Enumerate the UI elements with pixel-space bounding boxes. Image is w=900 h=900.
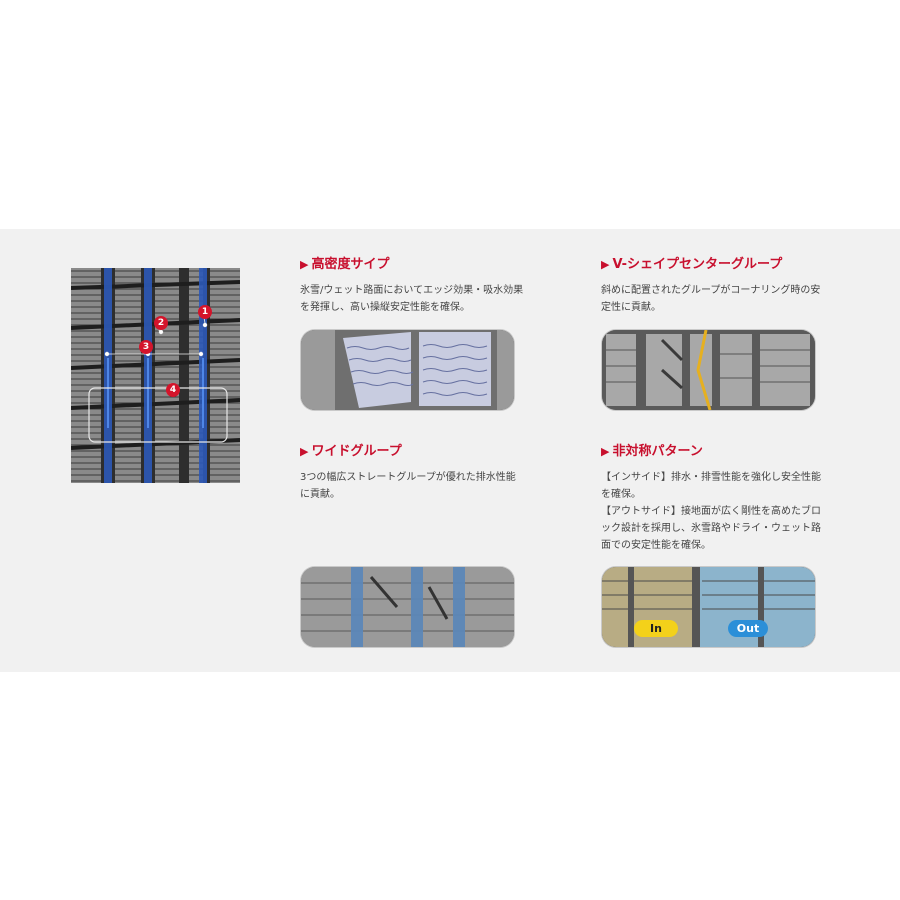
feature-description: 斜めに配置されたグループがコーナリング時の安 定性に貢献。 (601, 282, 856, 316)
description-line: 氷雪/ウェット路面においてエッジ効果・吸水効果 (300, 285, 524, 296)
feature-title: ▶非対称パターン (601, 440, 856, 459)
feature-asymmetric-pattern: ▶非対称パターン 【インサイド】排水・排雪性能を強化し安全性能 を確保。 【アウ… (601, 440, 856, 554)
feature-title-text: V-シェイプセンターグループ (612, 257, 783, 272)
description-line: 斜めに配置されたグループがコーナリング時の安 (601, 285, 821, 296)
thumb-high-density-sipe (301, 330, 514, 410)
outside-badge: Out (728, 620, 768, 637)
description-line: 3つの幅広ストレートグループが優れた排水性能 (300, 472, 516, 483)
feature-high-density-sipe: ▶高密度サイプ 氷雪/ウェット路面においてエッジ効果・吸水効果 を発揮し、高い操… (300, 253, 555, 316)
feature-title: ▶V-シェイプセンターグループ (601, 253, 856, 272)
feature-wide-groove: ▶ワイドグループ 3つの幅広ストレートグループが優れた排水性能 に貢献。 (300, 440, 555, 503)
description-line: 【インサイド】排水・排雪性能を強化し安全性能 (601, 472, 821, 483)
tread-marker-1: 1 (198, 305, 212, 319)
thumb-v-shape-center-groove (602, 330, 815, 410)
triangle-icon: ▶ (300, 258, 309, 271)
description-line: 【アウトサイド】接地面が広く剛性を高めたブロ (601, 506, 821, 517)
description-line: に貢献。 (300, 489, 340, 500)
description-line: 定性に貢献。 (601, 302, 661, 313)
feature-title-text: 非対称パターン (612, 444, 703, 459)
description-line: を発揮し、高い操縦安定性能を確保。 (300, 302, 470, 313)
feature-description: 【インサイド】排水・排雪性能を強化し安全性能 を確保。 【アウトサイド】接地面が… (601, 469, 856, 554)
description-line: ック設計を採用し、氷雪路やドライ・ウェット路 (601, 523, 821, 534)
feature-description: 3つの幅広ストレートグループが優れた排水性能 に貢献。 (300, 469, 555, 503)
triangle-icon: ▶ (601, 445, 610, 458)
tread-marker-2: 2 (154, 316, 168, 330)
feature-title-text: ワイドグループ (311, 444, 402, 459)
feature-title-text: 高密度サイプ (311, 257, 390, 272)
feature-title: ▶ワイドグループ (300, 440, 555, 459)
triangle-icon: ▶ (601, 258, 610, 271)
tire-tread-image (71, 268, 240, 483)
tread-marker-3: 3 (139, 340, 153, 354)
feature-title: ▶高密度サイプ (300, 253, 555, 272)
feature-v-shape-center-groove: ▶V-シェイプセンターグループ 斜めに配置されたグループがコーナリング時の安 定… (601, 253, 856, 316)
thumb-wide-groove (301, 567, 514, 647)
feature-description: 氷雪/ウェット路面においてエッジ効果・吸水効果 を発揮し、高い操縦安定性能を確保… (300, 282, 555, 316)
tread-marker-4: 4 (166, 383, 180, 397)
triangle-icon: ▶ (300, 445, 309, 458)
description-line: を確保。 (601, 489, 641, 500)
inside-badge: In (634, 620, 678, 637)
description-line: 面での安定性能を確保。 (601, 540, 711, 551)
thumb-asymmetric-pattern: In Out (602, 567, 815, 647)
